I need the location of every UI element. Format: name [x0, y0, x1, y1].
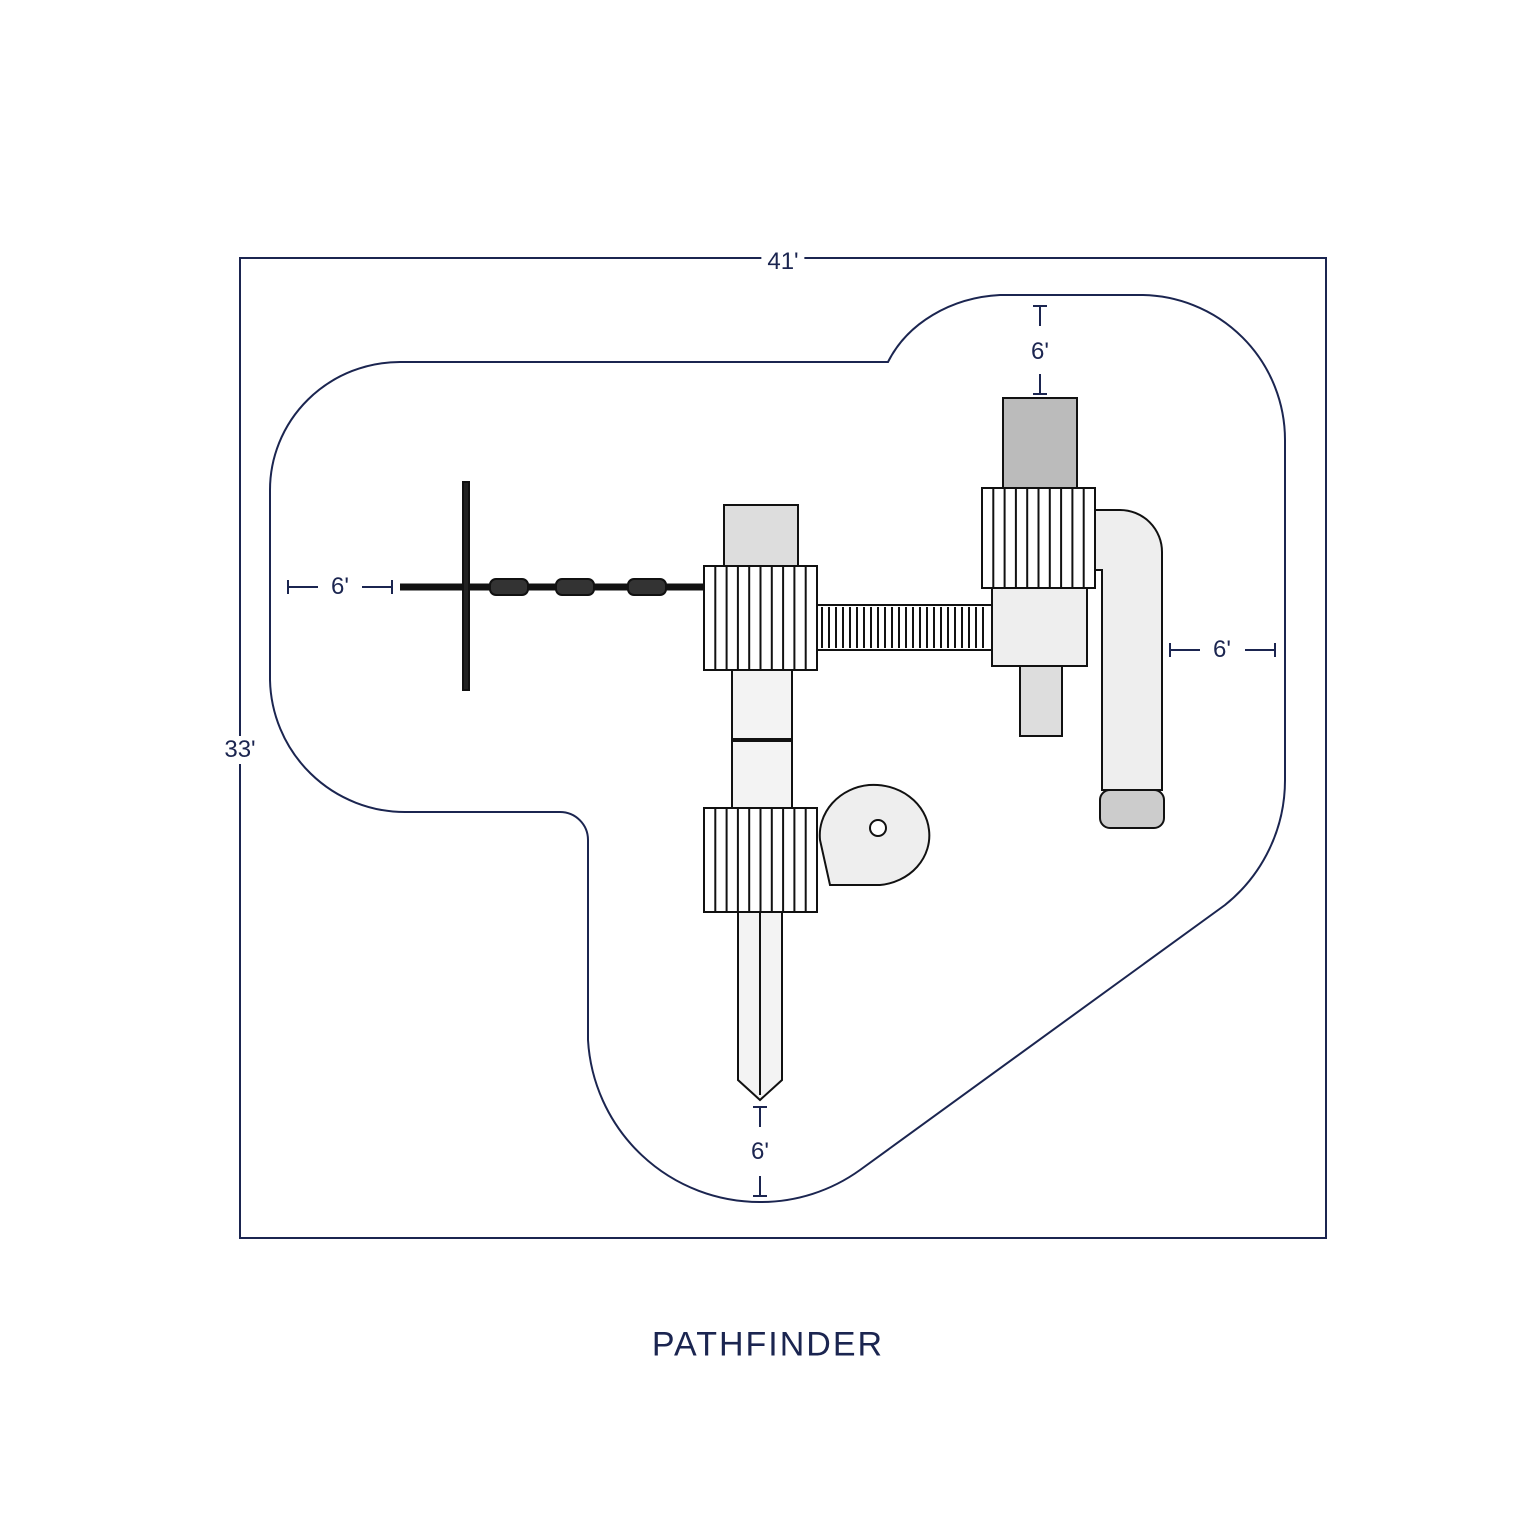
tube-slide	[1094, 509, 1163, 791]
ladder	[723, 504, 799, 568]
swing-seat	[627, 578, 667, 596]
slide-exit	[1099, 789, 1165, 829]
depth-dimension: 33'	[218, 736, 262, 764]
clearance-bottom: 6'	[751, 1138, 769, 1166]
clearance-top: 6'	[1031, 338, 1049, 366]
a-frame	[462, 481, 470, 691]
playset	[400, 397, 1165, 1102]
clearance-right: 6'	[1213, 636, 1231, 664]
safety-zone-outline	[269, 294, 1287, 1204]
ladder	[1019, 665, 1063, 737]
swing-seat	[555, 578, 595, 596]
clearance-left: 6'	[331, 573, 349, 601]
width-dimension: 41'	[761, 248, 805, 276]
swing-seat	[489, 578, 529, 596]
product-title: PATHFINDER	[651, 1325, 885, 1364]
tower-deck	[991, 587, 1088, 667]
clearance-markers	[287, 305, 1276, 1197]
rock-wall	[1002, 397, 1078, 489]
